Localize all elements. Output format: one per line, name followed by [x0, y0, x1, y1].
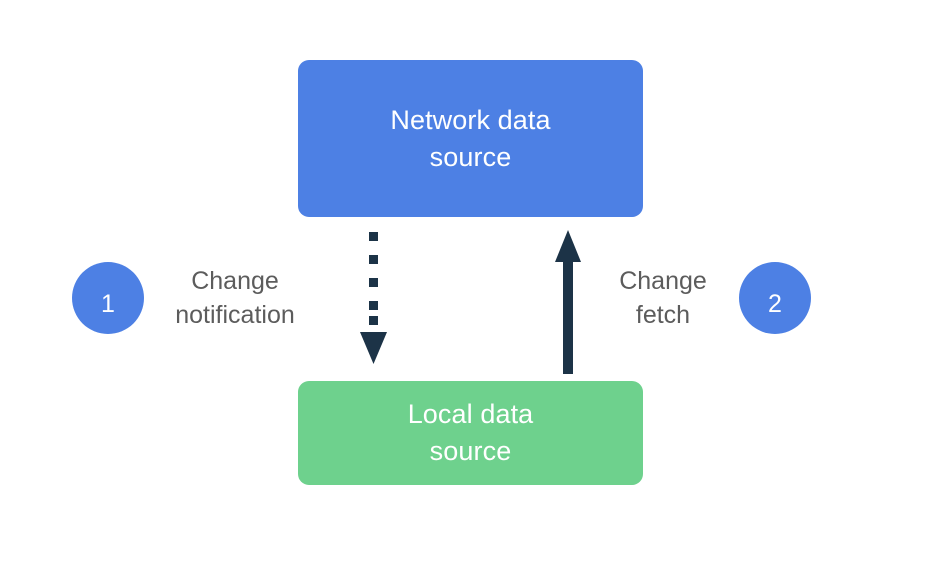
arrow-change-fetch-solid: [555, 230, 581, 374]
node-network-data-source-label: Network data source: [390, 104, 551, 172]
step-badge-2: 2: [739, 262, 811, 334]
solid-arrow-shaft: [563, 256, 573, 374]
step-badge-1: 1: [72, 262, 144, 334]
step-badge-1-number: 1: [101, 290, 115, 318]
node-network-data-source: Network data source: [298, 60, 643, 217]
dotted-arrow-dot: [369, 232, 378, 241]
solid-arrow-head-icon: [555, 230, 581, 262]
step-caption-change-notification: Change notification: [175, 267, 295, 329]
arrow-change-notification-dotted: [360, 232, 387, 364]
node-local-data-source: Local data source: [298, 381, 643, 485]
dotted-arrow-dot: [369, 255, 378, 264]
node-local-data-source-label: Local data source: [407, 399, 534, 466]
dotted-arrow-dot: [369, 316, 378, 325]
dotted-arrow-dot: [369, 301, 378, 310]
step-badge-2-number: 2: [768, 290, 782, 318]
dotted-arrow-dot: [369, 278, 378, 287]
step-caption-change-fetch: Change fetch: [619, 267, 707, 329]
dotted-arrow-head-icon: [360, 332, 387, 364]
